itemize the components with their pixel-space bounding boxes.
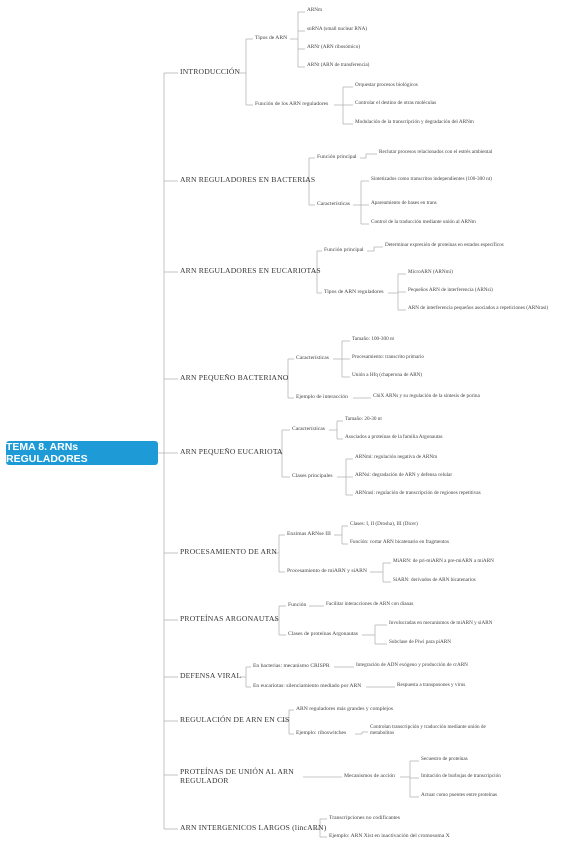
subtopic-caracteristicas-bacteriano[interactable]: Características	[296, 355, 329, 361]
leaf-microarn[interactable]: MicroARN (ARNmi)	[408, 269, 453, 275]
leaf-miarn-pri-pre[interactable]: MiARN: de pri-miARN a pre-miARN a miARN	[393, 558, 494, 564]
leaf-reclutar-estres[interactable]: Reclutar procesos relacionados con el es…	[379, 149, 493, 155]
topic-lincarn[interactable]: ARN INTERGENICOS LARGOS (lincARN)	[180, 823, 327, 832]
subtopic-funcion-arn-reguladores[interactable]: Función de los ARN reguladores	[255, 101, 329, 107]
leaf-tamano-20-30[interactable]: Tamaño: 20-30 nt	[345, 416, 382, 422]
leaf-controlan-metabolitos[interactable]: Controlan transcripción y traducción med…	[370, 724, 486, 736]
subtopic-ejemplo-interaccion[interactable]: Ejemplo de interacción	[296, 394, 348, 400]
topic-arn-pequeno-bacteriano[interactable]: ARN PEQUEÑO BACTERIANO	[180, 373, 289, 382]
leaf-pequenos-arn-interferencia[interactable]: Pequeños ARN de interferencia (ARNsi)	[408, 287, 493, 293]
leaf-transcripciones-no-codificantes[interactable]: Transcripciones no codificantes	[329, 815, 400, 821]
topic-reguladores-bacterias[interactable]: ARN REGULADORES EN BACTERIAS	[180, 175, 316, 184]
topic-proteinas-union[interactable]: PROTEÍNAS DE UNIÓN AL ARN REGULADOR	[180, 767, 294, 785]
topic-proteinas-argonautas[interactable]: PROTEÍNAS ARGONAUTAS	[180, 614, 279, 623]
leaf-sintetizados[interactable]: Sintetizados como transcritos independie…	[371, 176, 492, 182]
leaf-arnt[interactable]: ARNt (ARN de transferencia)	[307, 62, 370, 68]
leaf-respuesta-transposones[interactable]: Respuesta a transposones y virus	[397, 682, 466, 688]
subtopic-caracteristicas-eucariota[interactable]: Características	[292, 426, 325, 432]
leaf-puentes-proteinas[interactable]: Actuar como puentes entre proteínas	[421, 792, 498, 798]
subtopic-mecanismos-accion[interactable]: Mecanismos de acción	[344, 773, 395, 779]
subtopic-caracteristicas-bacterias[interactable]: Características	[317, 201, 350, 207]
leaf-determinar-expresion[interactable]: Determinar expresión de proteínas en est…	[385, 242, 504, 248]
leaf-arnrasi-regulacion[interactable]: ARNrasi: regulación de transcripción de …	[355, 490, 481, 496]
subtopic-tipos-arn[interactable]: Tipos de ARN	[255, 35, 288, 41]
leaf-orquestar[interactable]: Orquestar procesos biológicos	[355, 82, 418, 88]
leaf-modulacion[interactable]: Modulación de la transcripción y degrada…	[355, 119, 474, 125]
leaf-siarn-derivados[interactable]: SiARN: derivados de ARN bicatenarios	[393, 577, 476, 583]
leaf-procesamiento-transcrito[interactable]: Procesamiento: transcrito primario	[352, 354, 425, 360]
leaf-control-traduccion[interactable]: Control de la traducción mediante unión …	[371, 219, 476, 225]
leaf-arnr[interactable]: ARNr (ARN ribosómico)	[307, 44, 361, 50]
leaf-union-hfq[interactable]: Unión a Hfq (chaperona de ARN)	[352, 372, 423, 378]
leaf-secuestro[interactable]: Secuestro de proteínas	[421, 756, 468, 762]
subtopic-riboswitches[interactable]: Ejemplo: riboswitches	[296, 730, 347, 736]
leaf-integracion-adn[interactable]: Integración de ADN exógeno y producción …	[356, 662, 468, 668]
topic-defensa-viral[interactable]: DEFENSA VIRAL	[180, 671, 242, 680]
leaf-chix[interactable]: ChiX ARNs y su regulación de la síntesis…	[373, 393, 480, 399]
root-topic[interactable]: TEMA 8. ARNs REGULADORES	[6, 441, 158, 465]
subtopic-funcion-principal-eucariotas[interactable]: Función principal	[324, 247, 364, 253]
topic-arn-pequeno-eucariota[interactable]: ARN PEQUEÑO EUCARIOTA	[180, 447, 283, 456]
topic-introduccion[interactable]: INTRODUCCIÓN	[180, 67, 241, 76]
leaf-subclase-piwi[interactable]: Subclase de Piwi para piARN	[389, 639, 451, 645]
leaf-clases-drosha-dicer[interactable]: Clases: I, II (Drosha), III (Dicer)	[350, 521, 418, 527]
subtopic-crispr[interactable]: En bacterias: mecanismo CRISPR	[253, 663, 330, 669]
leaf-facilitar-interacciones[interactable]: Facilitar interacciones de ARN con diana…	[326, 601, 414, 607]
leaf-controlar-destino[interactable]: Controlar el destino de otras moléculas	[355, 100, 437, 106]
subtopic-clases-argonautas[interactable]: Clases de proteínas Argonautas	[288, 631, 358, 637]
leaf-argonautas-familia[interactable]: Asociados a proteínas de la familia Argo…	[345, 434, 443, 440]
subtopic-enzimas-arnse[interactable]: Enzimas ARNse III	[287, 531, 331, 537]
leaf-arnmi[interactable]: ARNmi: regulación negativa de ARNm	[355, 454, 438, 460]
leaf-tamano-100-300[interactable]: Tamaño: 100-300 nt	[352, 336, 394, 342]
subtopic-clases-principales[interactable]: Clases principales	[292, 473, 333, 479]
subtopic-funcion-principal-bacterias[interactable]: Función principal	[317, 154, 357, 160]
leaf-cortar-arn[interactable]: Función: cortar ARN bicatenario en fragm…	[350, 539, 449, 545]
topic-reguladores-eucariotas[interactable]: ARN REGULADORES EN EUCARIOTAS	[180, 266, 321, 275]
topic-regulacion-cis[interactable]: REGULACIÓN DE ARN EN CIS	[180, 715, 290, 724]
subtopic-tipos-arn-reguladores[interactable]: Tipos de ARN reguladores	[324, 289, 384, 295]
leaf-reguladores-grandes[interactable]: ARN reguladores más grandes y complejos	[296, 706, 394, 712]
leaf-arnrasi[interactable]: ARN de interferencia pequeños asociados …	[408, 305, 549, 311]
leaf-arnm[interactable]: ARNm	[307, 7, 322, 13]
leaf-involucradas-mecanismos[interactable]: Involucradas en mecanismos de miARN y si…	[389, 620, 493, 626]
subtopic-funcion-argonautas[interactable]: Función	[288, 602, 307, 608]
subtopic-procesamiento-miarn-siarn[interactable]: Procesamiento de miARN y siARN	[287, 568, 367, 574]
leaf-apareamiento[interactable]: Apareamiento de bases en trans	[371, 200, 437, 206]
leaf-imitacion-burbujas[interactable]: Imitación de burbujas de transcripción	[421, 773, 501, 779]
topic-procesamiento-arn[interactable]: PROCESAMIENTO DE ARN	[180, 547, 278, 556]
leaf-xist[interactable]: Ejemplo: ARN Xist en inactivación del cr…	[329, 833, 450, 839]
leaf-snrna[interactable]: snRNA (small nuclear RNA)	[307, 26, 368, 32]
leaf-arnsi[interactable]: ARNsi: degradación de ARN y defensa celu…	[355, 472, 453, 478]
subtopic-silenciamiento[interactable]: En eucariotas: silenciamiento mediado po…	[253, 683, 362, 689]
